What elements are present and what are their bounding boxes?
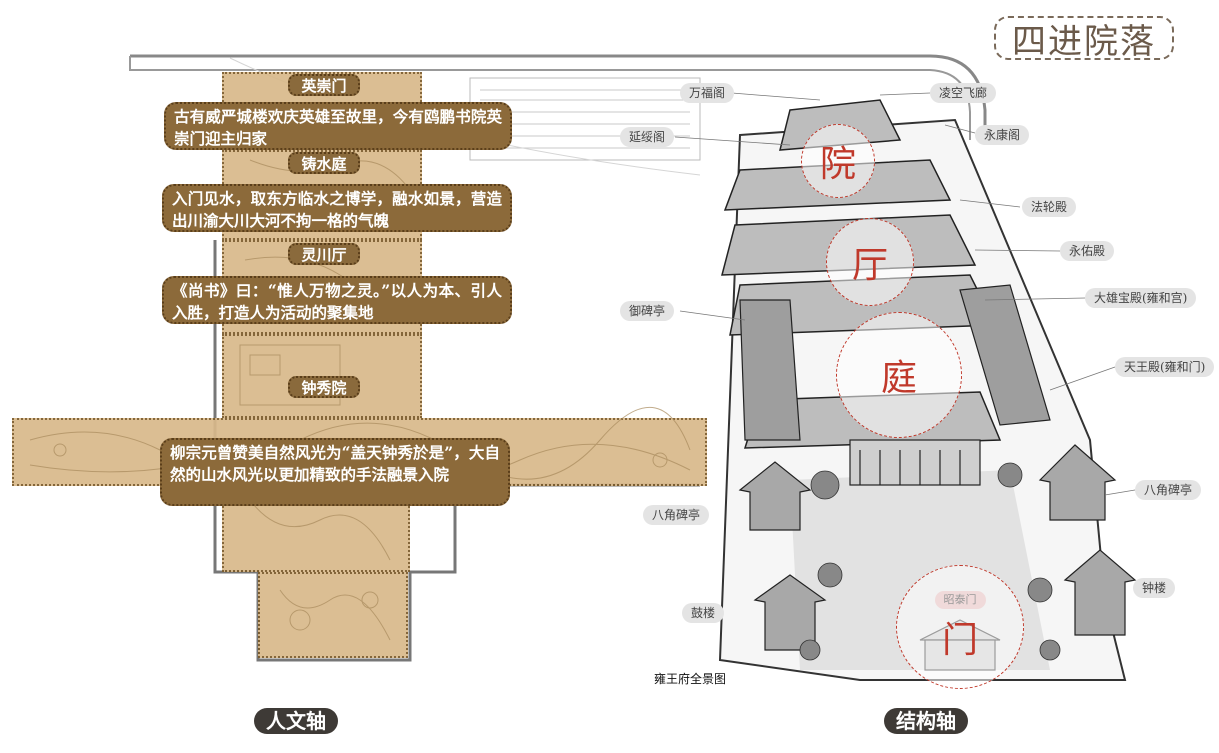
axis-label-humanities: 人文轴 xyxy=(254,708,338,734)
label-zhushuiting: 铸水庭 xyxy=(288,152,360,174)
bld-label-bajiaobeiting-right: 八角碑亭 xyxy=(1135,480,1202,500)
circle-men: 昭泰门 门 xyxy=(896,565,1024,689)
sketch-caption: 雍王府全景图 xyxy=(654,672,727,686)
desc-yingchongmen: 古有威严城楼欢庆英雄至故里，今有鸥鹏书院英崇门迎主归家 xyxy=(164,102,512,150)
circle-yuan: 院 xyxy=(801,124,875,198)
bld-label-yongkangge: 永康阁 xyxy=(975,125,1030,145)
circle-men-glyph: 门 xyxy=(941,620,978,661)
bld-label-yansuige: 延绥阁 xyxy=(620,127,675,147)
page-title: 四进院落 xyxy=(994,16,1174,62)
zone-lower-entry xyxy=(258,572,408,658)
desc-lingchuanting: 《尚书》曰：“惟人万物之灵。”以人为本、引人入胜，打造人为活动的聚集地 xyxy=(162,276,512,324)
label-zhongxiuyuan: 钟秀院 xyxy=(288,376,360,398)
label-lingchuanting: 灵川厅 xyxy=(288,243,360,265)
bld-label-zhaotaimen: 昭泰门 xyxy=(934,591,986,609)
bld-label-gulou: 鼓楼 xyxy=(682,603,725,623)
bld-label-daxiongbaodian: 大雄宝殿(雍和宫) xyxy=(1085,288,1197,308)
bld-label-falundian: 法轮殿 xyxy=(1022,197,1077,217)
bld-label-bajiaobeiting-left: 八角碑亭 xyxy=(643,505,710,525)
bld-label-wanfuge: 万福阁 xyxy=(680,83,735,103)
bld-label-zhonglou: 钟楼 xyxy=(1133,578,1176,598)
axis-label-structure: 结构轴 xyxy=(884,708,968,734)
bld-label-yubeiting: 御碑亭 xyxy=(620,301,675,321)
bld-label-lingkongfeilang: 凌空飞廊 xyxy=(930,83,997,103)
circle-ting-hall: 厅 xyxy=(826,218,914,306)
desc-zhushuiting: 入门见水，取东方临水之博学，融水如景，营造出川渝大川大河不拘一格的气魄 xyxy=(162,184,512,232)
label-yingchongmen: 英崇门 xyxy=(288,74,360,96)
circle-ting-court: 庭 xyxy=(836,312,962,438)
bld-label-tianwangdian: 天王殿(雍和门) xyxy=(1115,357,1215,377)
bld-label-yongyoudian: 永佑殿 xyxy=(1060,241,1115,261)
desc-zhongxiuyuan: 柳宗元曾赞美自然风光为“盖天钟秀於是”，大自然的山水风光以更加精致的手法融景入院 xyxy=(160,438,510,506)
